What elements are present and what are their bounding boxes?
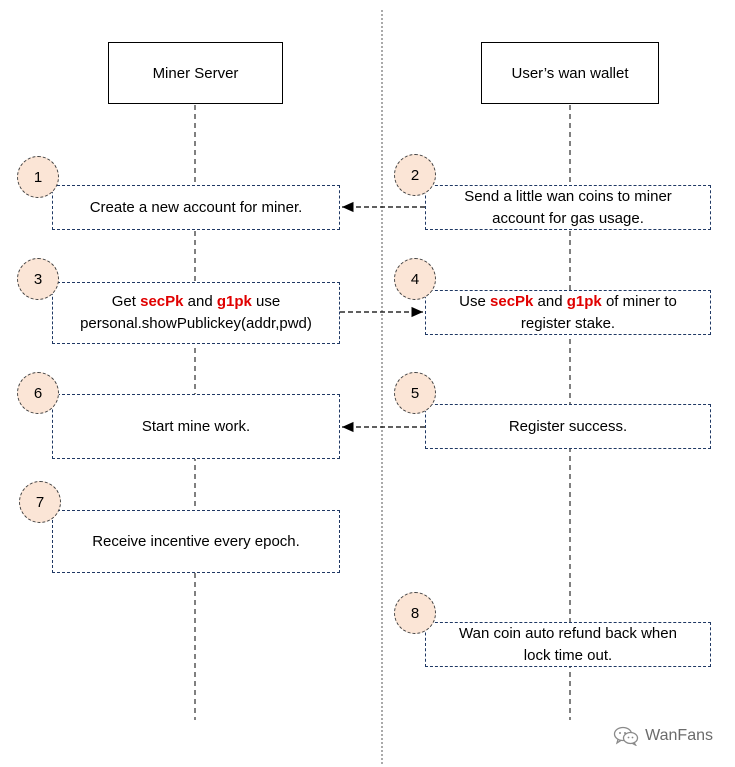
lane-header-label: Miner Server (152, 64, 239, 82)
lane-header-user-wallet: User’s wan wallet (481, 42, 659, 104)
keyword-g1pk: g1pk (566, 292, 602, 310)
step-text-line: Receive incentive every epoch. (92, 531, 300, 553)
step-number: 7 (35, 493, 45, 511)
step-text-part: use (251, 293, 281, 310)
step-number: 2 (410, 166, 420, 184)
step-text-part: account for gas usage. (492, 209, 644, 227)
lane-header-miner-server: Miner Server (108, 42, 283, 104)
step-text-part: Get (111, 293, 141, 310)
step-text: Register success. (509, 416, 627, 438)
step-text-part: lock time out. (523, 646, 613, 664)
step-box-2: Send a little wan coins to miner account … (425, 185, 711, 230)
step-text-line: personal.showPublickey(addr,pwd) (80, 313, 312, 335)
step-box-3: Get secPk and g1pk use personal.showPubli… (52, 282, 340, 344)
step-text-part: and (183, 293, 217, 310)
step-text-part: Receive incentive every epoch. (92, 532, 300, 550)
step-text: Wan coin auto refund back when lock time … (459, 623, 677, 667)
step-text-line: account for gas usage. (464, 208, 672, 230)
step-number: 3 (33, 270, 43, 288)
step-text-part: Wan coin auto refund back when (459, 624, 677, 642)
step-badge-8: 8 (394, 592, 436, 634)
step-number: 4 (410, 270, 420, 288)
step-text: Get secPk and g1pk use personal.showPubli… (80, 291, 312, 335)
step-number: 1 (33, 168, 43, 186)
step-badge-1: 1 (17, 156, 59, 198)
step-text: Receive incentive every epoch. (92, 531, 300, 553)
step-badge-4: 4 (394, 258, 436, 300)
keyword-secpk: secPk (140, 293, 184, 310)
step-box-7: Receive incentive every epoch. (52, 510, 340, 573)
wechat-icon (613, 726, 639, 746)
step-box-5: Register success. (425, 404, 711, 449)
step-number: 6 (33, 384, 43, 402)
step-text-line: Get secPk and g1pk use (80, 291, 312, 313)
step-badge-7: 7 (19, 481, 61, 523)
step-text-part: personal.showPublickey(addr,pwd) (80, 315, 312, 332)
step-badge-3: 3 (17, 258, 59, 300)
step-number: 8 (410, 604, 420, 622)
step-box-8: Wan coin auto refund back when lock time … (425, 622, 711, 667)
step-text-part: Register success. (508, 417, 628, 435)
step-text-line: register stake. (459, 313, 677, 335)
step-badge-6: 6 (17, 372, 59, 414)
step-box-6: Start mine work. (52, 394, 340, 459)
keyword-g1pk: g1pk (216, 293, 252, 310)
step-text-line: Wan coin auto refund back when (459, 623, 677, 645)
step-badge-5: 5 (394, 372, 436, 414)
step-number: 5 (410, 384, 420, 402)
step-badge-2: 2 (394, 154, 436, 196)
step-text-part: and (533, 292, 567, 310)
keyword-secpk: secPk (490, 292, 534, 310)
step-text-line: Register success. (509, 416, 627, 438)
step-text-part: Send a little wan coins to miner (464, 187, 672, 205)
step-box-1: Create a new account for miner. (52, 185, 340, 230)
step-text: Start mine work. (142, 416, 250, 438)
step-text-part: Start mine work. (141, 417, 251, 435)
step-text-line: Use secPk and g1pk of miner to (459, 291, 677, 313)
watermark-text: WanFans (645, 727, 713, 744)
step-text: Create a new account for miner. (90, 197, 303, 219)
step-text-line: Create a new account for miner. (90, 197, 303, 219)
step-text-line: Start mine work. (142, 416, 250, 438)
watermark: WanFans (613, 726, 713, 746)
step-text-line: Send a little wan coins to miner (464, 186, 672, 208)
step-text-part: Use (459, 292, 491, 310)
step-text-part: register stake. (520, 314, 616, 332)
step-text: Send a little wan coins to miner account … (464, 186, 672, 230)
step-text-part: Create a new account for miner. (89, 198, 303, 216)
lane-header-label: User’s wan wallet (511, 64, 629, 82)
step-text-part: of miner to (601, 292, 677, 310)
step-text-line: lock time out. (459, 645, 677, 667)
